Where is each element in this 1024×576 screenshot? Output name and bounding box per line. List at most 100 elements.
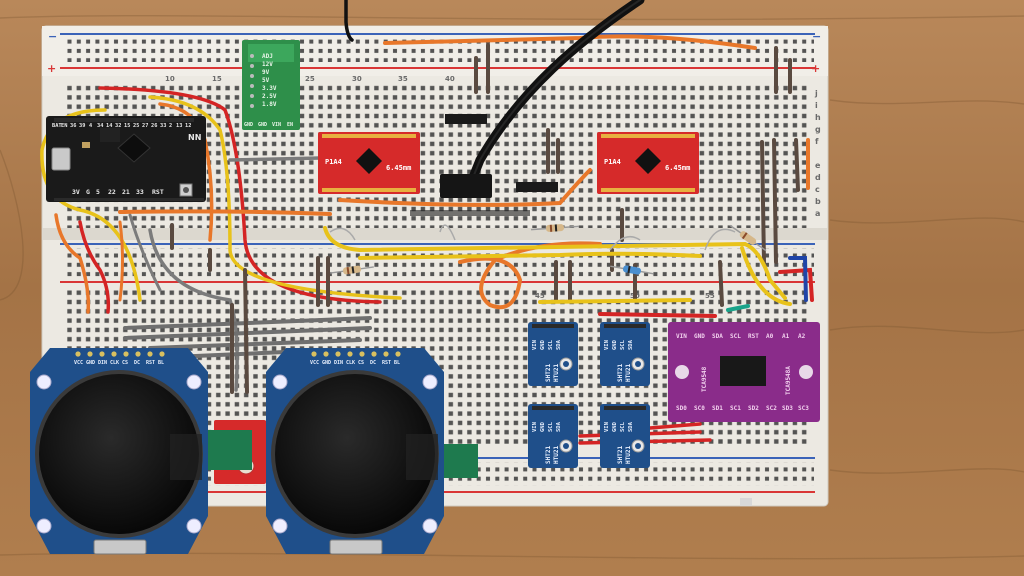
- level-shifter-2: P1A4 6.45mm: [597, 132, 699, 194]
- display-pin-label: DC: [370, 360, 376, 366]
- reg-pin-label: ADJ: [262, 53, 273, 60]
- sensor-pin-label: SCL: [548, 339, 554, 350]
- mux-top-pin: A0: [766, 333, 774, 340]
- mux-top-pin: RST: [748, 333, 759, 340]
- ribbon-connector: [440, 174, 492, 198]
- mcu-pin-label: G: [86, 188, 90, 196]
- mcu-pin-label: 34: [97, 123, 103, 129]
- yellow-wire-mid-1: [323, 226, 787, 300]
- mcu-pin-label: 14: [106, 123, 112, 129]
- display-pin-label: DIN: [98, 360, 107, 366]
- col-number: 45: [535, 292, 545, 300]
- green-tape: [442, 444, 478, 478]
- sensor-name: SHT21: [617, 446, 624, 464]
- gray-wire-3: [128, 213, 162, 292]
- sensor-pin-label: VIN: [604, 422, 610, 432]
- brown-wire-2: [243, 268, 249, 394]
- row-letter: h: [815, 113, 821, 122]
- brown-wire-16: [170, 223, 212, 272]
- brown-wire-10: [760, 140, 766, 264]
- brown-wire-14: [718, 260, 724, 307]
- col-number: 25: [305, 75, 315, 83]
- mcu-pin-label: RST: [152, 188, 164, 196]
- display-pin-label: VCC: [74, 360, 83, 366]
- mcu-board: BAT EN 36 39 4 34 14 32 15 25 27 26 33 2…: [46, 116, 206, 202]
- resistor: [610, 265, 654, 275]
- col-number: 15: [212, 75, 222, 83]
- svg-text:−: −: [48, 30, 57, 43]
- reg-pin-label: 9V: [262, 69, 270, 76]
- level-shifter-1: P1A4 6.45mm: [318, 132, 420, 194]
- component: [740, 498, 752, 506]
- mux-top-pin: SCL: [730, 333, 741, 340]
- reg-bottom-label: GND: [258, 122, 267, 128]
- display-pin-label: CS: [122, 360, 128, 366]
- mcu-pin-label: 36: [70, 123, 76, 129]
- mcu-pin-label: 33: [136, 188, 144, 196]
- row-letter: a: [815, 209, 820, 218]
- red-wire-1: [98, 86, 382, 304]
- ic-chip: [635, 148, 661, 174]
- sensor-pin-label: VIN: [532, 340, 538, 350]
- display-pin-label: DIN: [334, 360, 343, 366]
- header-pins: [410, 114, 558, 216]
- reg-pin-label: 2.5V: [262, 93, 277, 100]
- mcu-pin-label: 13: [176, 123, 182, 129]
- usb-port: [51, 147, 71, 171]
- mux-bottom-pin: SC2: [766, 405, 777, 412]
- sensor-alt-name: HTU21: [553, 446, 560, 464]
- mcu-pin-label: 5: [96, 188, 100, 196]
- sensor-pin-label: SDA: [628, 421, 634, 432]
- green-jumper: [726, 304, 750, 312]
- mcu-pin-label: 2: [169, 123, 172, 129]
- sensor-pin-label: SCL: [548, 421, 554, 432]
- row-letter: j: [814, 89, 818, 98]
- row-letter: c: [815, 185, 820, 194]
- display-pin-label: CLK: [346, 360, 355, 366]
- regulator-module: ADJ 12V 9V 5V 3.3V 2.5V 1.8V GND GND VIN…: [242, 40, 300, 130]
- red-wire-sensors-top: [598, 312, 717, 318]
- gray-wire-1: [228, 156, 322, 162]
- reg-pin-label: 1.8V: [262, 101, 277, 108]
- sensor-alt-name: HTU21: [625, 364, 632, 382]
- sensor-name: SHT21: [545, 446, 552, 464]
- svg-text:−: −: [812, 30, 821, 43]
- orange-wire-left-2: [118, 220, 124, 302]
- mcu-pin-label: 27: [142, 123, 148, 129]
- sensor-pin-label: SDA: [556, 339, 562, 350]
- sensor-pin-label: SCL: [620, 339, 626, 350]
- mcu-pin-label: 33: [160, 123, 166, 129]
- reg-pin-label: 5V: [262, 77, 270, 84]
- brown-wire-11: [772, 138, 778, 264]
- row-letters: j i h g f e d c b a: [814, 89, 821, 218]
- sensor-pin-label: SDA: [628, 339, 634, 350]
- row-letter: d: [815, 173, 821, 182]
- row-letter: b: [815, 197, 821, 206]
- display-pin-label: DC: [134, 360, 140, 366]
- orange-wire-shifters: [338, 168, 592, 207]
- mux-top-pin: GND: [694, 333, 705, 340]
- display-pin-label: CLK: [110, 360, 119, 366]
- col-number: 35: [398, 75, 408, 83]
- reg-pin-label: 12V: [262, 61, 273, 68]
- sensor-alt-name: HTU21: [625, 446, 632, 464]
- mux-bottom-pin: SD3: [782, 405, 793, 412]
- col-number: 10: [165, 75, 175, 83]
- mcu-pin-label: 39: [79, 123, 85, 129]
- reg-bottom-label: GND: [244, 122, 253, 128]
- mux-left-label: TCA9548: [701, 366, 708, 392]
- reg-bottom-label: EN: [287, 122, 293, 128]
- sensor-pin-label: SDA: [556, 421, 562, 432]
- row-letter: g: [815, 125, 821, 134]
- shifter-size-label: 6.45mm: [665, 164, 690, 172]
- sensor-pin-label: VIN: [532, 422, 538, 432]
- orange-wire-mid: [118, 209, 332, 216]
- ic-chip: [356, 148, 382, 174]
- sensor-pin-label: GND: [540, 421, 546, 432]
